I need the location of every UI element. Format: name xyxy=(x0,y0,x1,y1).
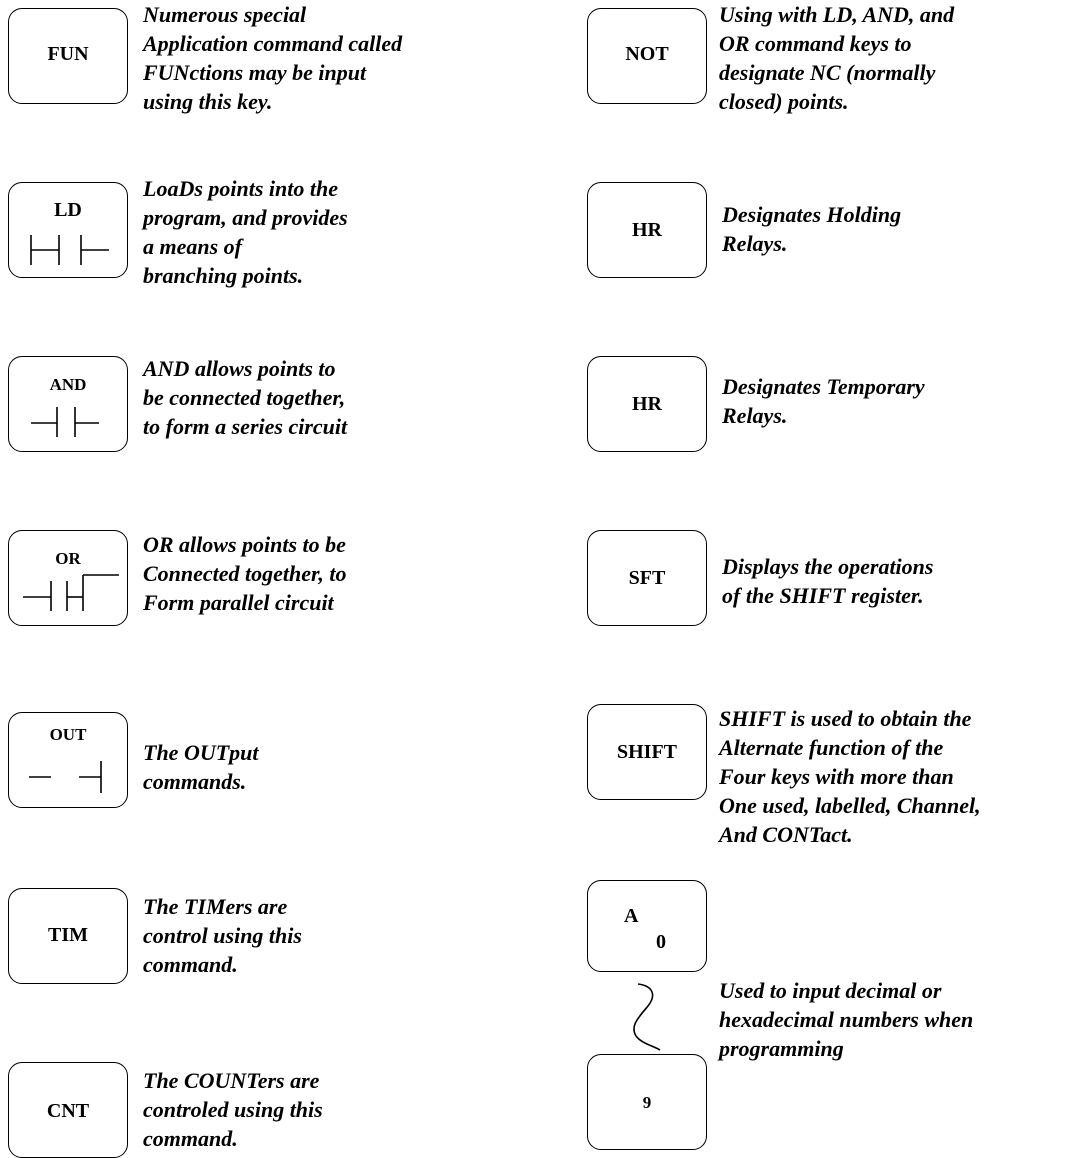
hr-temporary-desc-line: Designates Temporary xyxy=(722,374,925,399)
numeric-desc-line: Used to input decimal or xyxy=(719,978,942,1003)
hr-temporary-desc-line: Relays. xyxy=(722,403,788,428)
tim-key-label: TIM xyxy=(48,924,88,946)
fun-key[interactable]: FUN xyxy=(8,8,128,104)
not-desc-line: designate NC (normally xyxy=(719,60,936,85)
ld-key-label: LD xyxy=(54,199,82,221)
cnt-description: The COUNTers are controled using this co… xyxy=(143,1066,323,1153)
fun-key-label: FUN xyxy=(47,43,89,65)
hr-temporary-key-label: HR xyxy=(632,393,662,415)
sft-desc-line: of the SHIFT register. xyxy=(722,583,924,608)
cnt-key[interactable]: CNT xyxy=(8,1062,128,1158)
fun-desc-line: FUNctions may be input xyxy=(143,60,367,85)
hr-holding-desc-line: Designates Holding xyxy=(722,202,902,227)
parallel-contact-icon xyxy=(23,574,119,611)
out-desc-line: The OUTput xyxy=(143,740,259,765)
and-desc-line: be connected together, xyxy=(143,385,346,410)
shift-key[interactable]: SHIFT xyxy=(587,704,707,800)
shift-description: SHIFT is used to obtain the Alternate fu… xyxy=(719,704,981,849)
out-key-label: OUT xyxy=(49,725,87,744)
not-desc-line: closed) points. xyxy=(719,89,849,114)
hr-temporary-description: Designates Temporary Relays. xyxy=(722,372,925,430)
digit-0-key-digit: 0 xyxy=(656,931,666,953)
digit-9-key-label: 9 xyxy=(642,1093,652,1112)
or-desc-line: Connected together, to xyxy=(143,561,347,586)
digit-9-key[interactable]: 9 xyxy=(587,1054,707,1150)
tim-desc-line: The TIMers are xyxy=(143,894,288,919)
shift-key-label: SHIFT xyxy=(616,741,678,763)
cnt-key-label: CNT xyxy=(46,1100,90,1122)
range-squiggle-icon xyxy=(633,983,661,1051)
tim-key[interactable]: TIM xyxy=(8,888,128,984)
shift-desc-line: One used, labelled, Channel, xyxy=(719,793,981,818)
not-key-label: NOT xyxy=(625,43,669,65)
out-key[interactable]: OUT xyxy=(8,712,128,808)
shift-desc-line: Four keys with more than xyxy=(719,764,954,789)
hr-holding-description: Designates Holding Relays. xyxy=(722,200,901,258)
fun-desc-line: Application command called xyxy=(143,31,403,56)
digit-0-key-letter: A xyxy=(624,905,639,927)
not-desc-line: OR command keys to xyxy=(719,31,912,56)
tim-description: The TIMers are control using this comman… xyxy=(143,892,302,979)
and-desc-line: AND allows points to xyxy=(143,356,336,381)
ld-desc-line: program, and provides xyxy=(143,205,348,230)
hr-holding-key[interactable]: HR xyxy=(587,182,707,278)
tim-desc-line: command. xyxy=(143,952,238,977)
cnt-desc-line: The COUNTers are xyxy=(143,1068,320,1093)
sft-desc-line: Displays the operations xyxy=(722,554,934,579)
not-key[interactable]: NOT xyxy=(587,8,707,104)
out-description: The OUTput commands. xyxy=(143,738,259,796)
not-description: Using with LD, AND, and OR command keys … xyxy=(719,0,954,116)
hr-holding-key-label: HR xyxy=(632,219,662,241)
numeric-description: Used to input decimal or hexadecimal num… xyxy=(719,976,973,1063)
series-contact-icon xyxy=(31,407,99,437)
hr-holding-desc-line: Relays. xyxy=(722,231,788,256)
out-desc-line: commands. xyxy=(143,769,247,794)
and-description: AND allows points to be connected togeth… xyxy=(143,354,347,441)
hr-temporary-key[interactable]: HR xyxy=(587,356,707,452)
shift-desc-line: And CONTact. xyxy=(719,822,853,847)
ld-key[interactable]: LD xyxy=(8,182,128,278)
fun-description: Numerous special Application command cal… xyxy=(143,0,402,116)
no-contact-branch-icon xyxy=(30,235,109,265)
digit-0-key[interactable]: A 0 xyxy=(587,880,707,972)
ld-desc-line: a means of xyxy=(143,234,242,259)
or-key[interactable]: OR xyxy=(8,530,128,626)
numeric-desc-line: programming xyxy=(719,1036,844,1061)
fun-desc-line: Numerous special xyxy=(143,2,307,27)
cnt-desc-line: command. xyxy=(143,1126,238,1151)
numeric-desc-line: hexadecimal numbers when xyxy=(719,1007,974,1032)
ld-desc-line: LoaDs points into the xyxy=(143,176,338,201)
ld-desc-line: branching points. xyxy=(143,263,304,288)
sft-key-label: SFT xyxy=(628,567,666,589)
and-key-label: AND xyxy=(49,375,87,394)
cnt-desc-line: controled using this xyxy=(143,1097,323,1122)
and-desc-line: to form a series circuit xyxy=(143,414,348,439)
not-desc-line: Using with LD, AND, and xyxy=(719,2,955,27)
and-key[interactable]: AND xyxy=(8,356,128,452)
tim-desc-line: control using this xyxy=(143,923,302,948)
sft-key[interactable]: SFT xyxy=(587,530,707,626)
sft-description: Displays the operations of the SHIFT reg… xyxy=(722,552,933,610)
fun-desc-line: using this key. xyxy=(143,89,273,114)
or-desc-line: Form parallel circuit xyxy=(143,590,334,615)
or-desc-line: OR allows points to be xyxy=(143,532,346,557)
or-description: OR allows points to be Connected togethe… xyxy=(143,530,347,617)
output-coil-icon xyxy=(29,761,102,793)
ld-description: LoaDs points into the program, and provi… xyxy=(143,174,348,290)
shift-desc-line: Alternate function of the xyxy=(719,735,944,760)
or-key-label: OR xyxy=(55,549,81,568)
shift-desc-line: SHIFT is used to obtain the xyxy=(719,706,972,731)
